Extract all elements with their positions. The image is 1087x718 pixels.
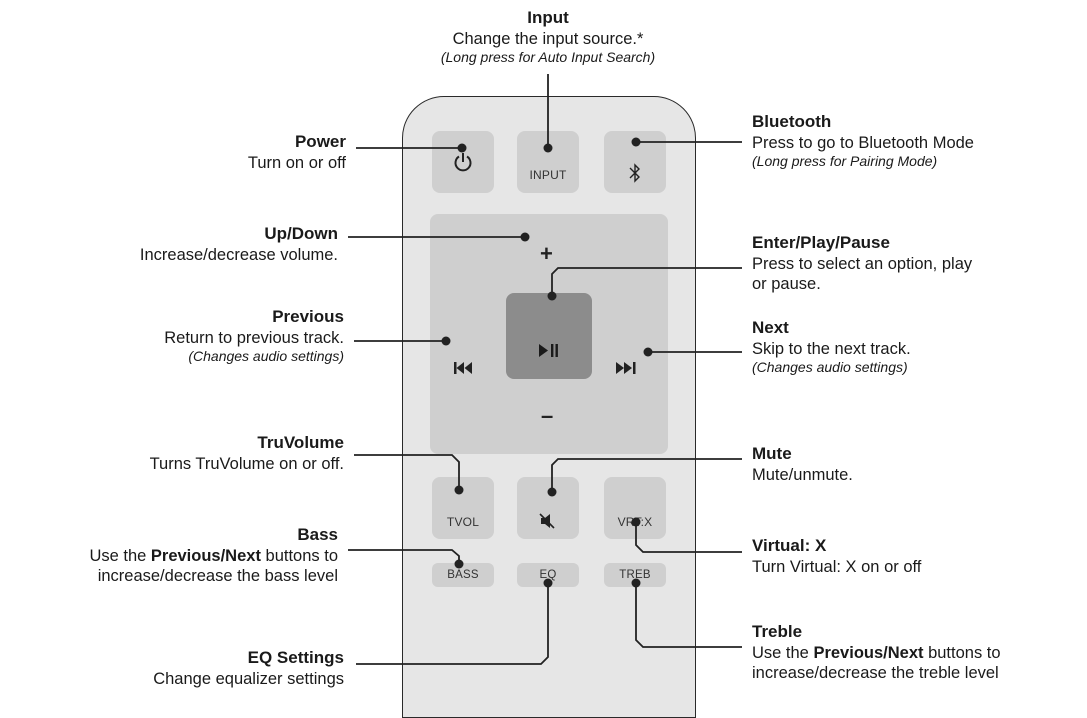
callout-input-desc: Change the input source.*: [452, 29, 644, 48]
treb-button[interactable]: TREB: [604, 563, 666, 587]
callout-treble-desc-pre: Use the: [752, 643, 814, 662]
callout-treble-desc: Use the Previous/Next buttons to: [752, 643, 1086, 663]
callout-previous-title: Previous: [272, 307, 344, 326]
volume-up-icon[interactable]: +: [540, 241, 553, 266]
callout-truvolume-title: TruVolume: [257, 433, 344, 452]
bass-button-label: BASS: [447, 569, 479, 581]
callout-treble-desc-bold: Previous/Next: [813, 643, 924, 662]
callout-previous-note: (Changes audio settings): [188, 347, 344, 364]
callout-bass-desc-post: buttons to: [260, 546, 338, 565]
callout-bluetooth-title: Bluetooth: [752, 112, 832, 131]
vrtx-button[interactable]: VRT:X: [604, 477, 666, 539]
next-track-icon[interactable]: [616, 362, 636, 374]
bluetooth-icon: [629, 163, 640, 183]
callout-power: Power Turn on or off: [40, 132, 346, 173]
callout-bluetooth-note: (Long press for Pairing Mode): [752, 152, 938, 169]
callout-bass-desc-2: increase/decrease the bass level: [97, 566, 338, 585]
callout-next-desc: Skip to the next track.: [752, 339, 911, 358]
callout-updown: Up/Down Increase/decrease volume.: [20, 224, 338, 265]
callout-treble-desc-post: buttons to: [923, 643, 1001, 662]
callout-bass-desc-bold: Previous/Next: [150, 546, 261, 565]
bass-button[interactable]: BASS: [432, 563, 494, 587]
previous-track-icon[interactable]: [454, 362, 474, 374]
callout-virtualx-desc: Turn Virtual: X on or off: [752, 557, 922, 576]
play-pause-button[interactable]: [506, 293, 592, 379]
volume-down-icon[interactable]: –: [541, 403, 554, 428]
callout-eq-title: EQ Settings: [247, 648, 344, 667]
mute-icon: [539, 513, 555, 529]
callout-eq: EQ Settings Change equalizer settings: [20, 648, 344, 689]
callout-enter-desc-2: or pause.: [752, 274, 821, 293]
callout-updown-title: Up/Down: [264, 224, 338, 243]
callout-previous: Previous Return to previous track. (Chan…: [20, 307, 344, 365]
callout-virtualx-title: Virtual: X: [752, 536, 827, 555]
callout-bluetooth-desc: Press to go to Bluetooth Mode: [752, 133, 974, 152]
callout-bass-desc: Use the Previous/Next buttons to: [2, 546, 338, 566]
callout-treble-title: Treble: [752, 622, 803, 641]
callout-truvolume-desc: Turns TruVolume on or off.: [149, 454, 344, 473]
callout-bass-title: Bass: [297, 525, 338, 544]
remote-diagram: INPUT + – TVOL VRT:X: [2, 8, 1086, 718]
tvol-button-label: TVOL: [446, 515, 480, 529]
power-button[interactable]: [432, 131, 494, 193]
callout-power-title: Power: [294, 132, 346, 151]
eq-button[interactable]: EQ: [517, 563, 579, 587]
callout-eq-desc: Change equalizer settings: [153, 669, 344, 688]
tvol-button[interactable]: TVOL: [432, 477, 494, 539]
input-button[interactable]: INPUT: [517, 131, 579, 193]
callout-enter-title: Enter/Play/Pause: [752, 233, 890, 252]
callout-bluetooth: Bluetooth Press to go to Bluetooth Mode …: [752, 112, 1082, 170]
play-pause-icon: [539, 343, 558, 357]
callout-input-title: Input: [527, 8, 569, 27]
callout-bass: Bass Use the Previous/Next buttons to in…: [2, 525, 338, 586]
eq-button-label: EQ: [539, 569, 557, 581]
callout-treble: Treble Use the Previous/Next buttons to …: [752, 622, 1086, 683]
callout-truvolume: TruVolume Turns TruVolume on or off.: [20, 433, 344, 474]
vrtx-button-label: VRT:X: [617, 515, 653, 529]
callout-power-desc: Turn on or off: [247, 153, 346, 172]
callout-input-note: (Long press for Auto Input Search): [440, 48, 656, 65]
callout-previous-desc: Return to previous track.: [164, 328, 344, 347]
callout-mute-desc: Mute/unmute.: [752, 465, 853, 484]
callout-next-title: Next: [752, 318, 789, 337]
mute-button[interactable]: [517, 477, 579, 539]
callout-enter-desc-1: Press to select an option, play: [752, 254, 973, 273]
callout-mute: Mute Mute/unmute.: [752, 444, 1082, 485]
callout-updown-desc: Increase/decrease volume.: [139, 245, 338, 264]
callout-next-note: (Changes audio settings): [752, 358, 908, 375]
bluetooth-button[interactable]: [604, 131, 666, 193]
callout-virtualx: Virtual: X Turn Virtual: X on or off: [752, 536, 1082, 577]
callout-treble-desc-2: increase/decrease the treble level: [752, 663, 999, 682]
input-button-label: INPUT: [529, 168, 567, 182]
callout-input: Input Change the input source.* (Long pr…: [398, 8, 698, 66]
callout-bass-desc-pre: Use the: [89, 546, 151, 565]
power-icon: [454, 153, 472, 172]
callout-mute-title: Mute: [752, 444, 792, 463]
callout-next: Next Skip to the next track. (Changes au…: [752, 318, 1082, 376]
treb-button-label: TREB: [619, 569, 651, 581]
callout-enter: Enter/Play/Pause Press to select an opti…: [752, 233, 1082, 294]
